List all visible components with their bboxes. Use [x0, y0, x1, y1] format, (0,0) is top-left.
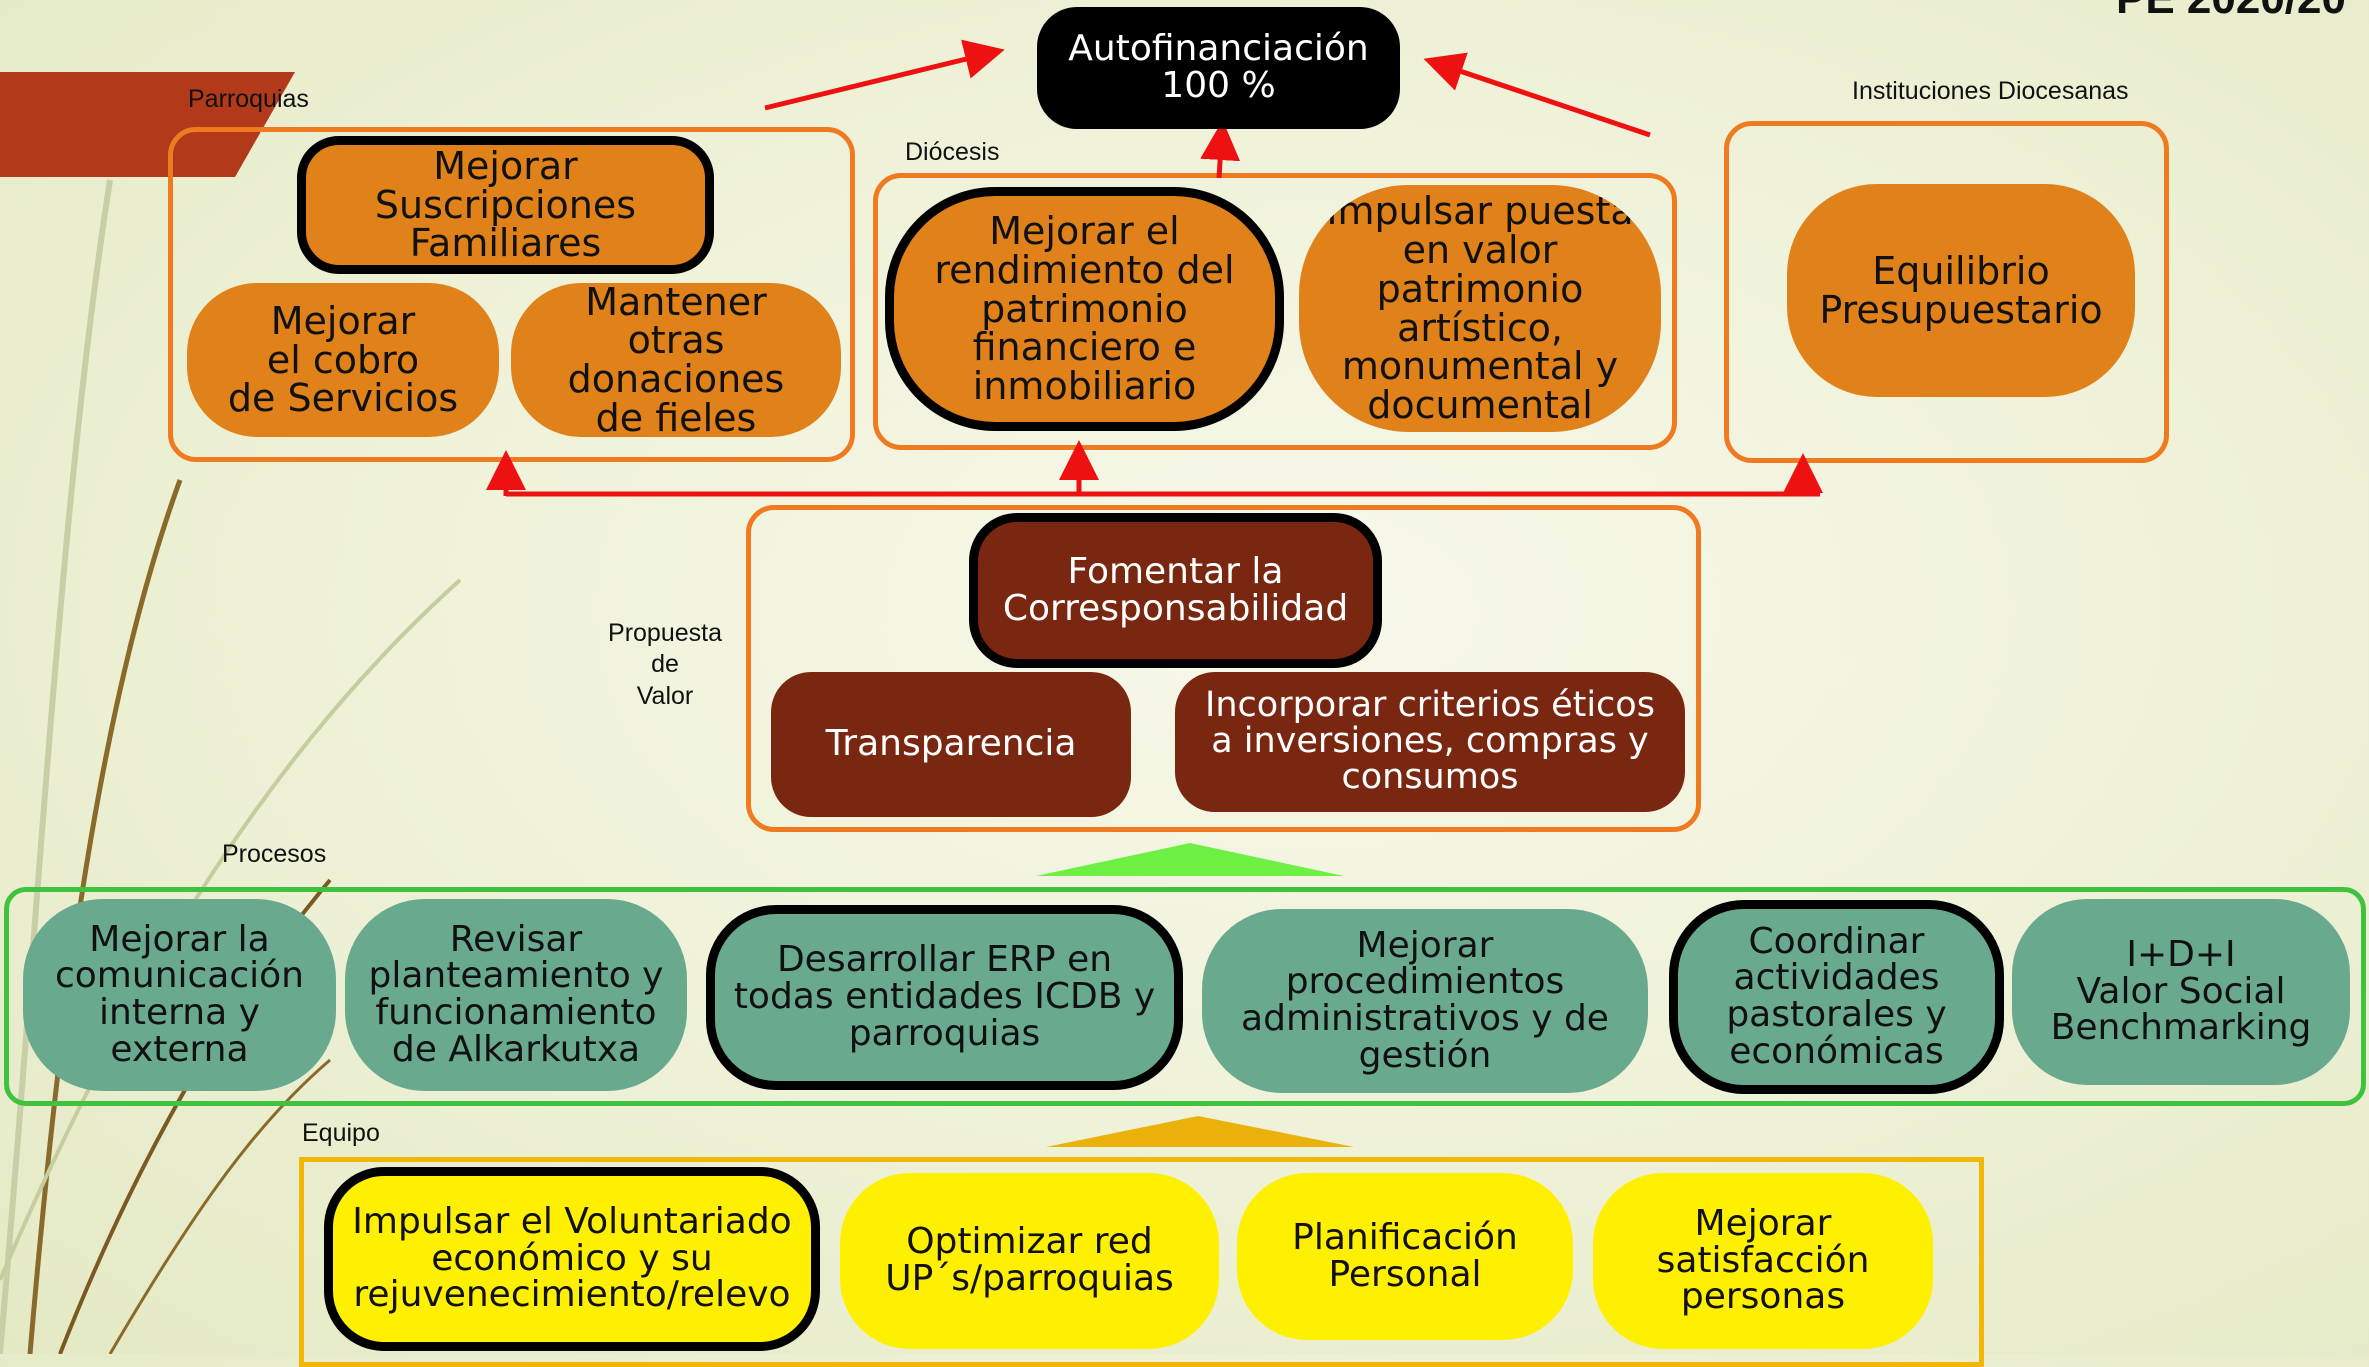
frame-propuesta	[746, 505, 1701, 832]
node-equilibrio-presupuestario: Equilibrio Presupuestario	[1787, 184, 2135, 397]
node-alkarkutxa: Revisar planteamiento y funcionamiento d…	[345, 899, 687, 1091]
node-patrimonio-artistico: Impulsar puesta en valor patrimonio artí…	[1299, 185, 1661, 432]
label-equipo: Equipo	[302, 1119, 380, 1147]
node-comunicacion: Mejorar la comunicación interna y extern…	[23, 899, 336, 1091]
node-erp: Desarrollar ERP en todas entidades ICDB …	[706, 905, 1183, 1090]
node-idi: I+D+I Valor Social Benchmarking	[2012, 899, 2350, 1085]
triangle-procesos-to-propuesta	[1036, 843, 1344, 876]
label-procesos: Procesos	[222, 840, 327, 868]
decorative-curve	[108, 1058, 331, 1354]
label-instituciones: Instituciones Diocesanas	[1852, 77, 2129, 105]
label-diocesis: Diócesis	[905, 138, 1000, 166]
node-rendimiento-patrimonio: Mejorar el rendimiento del patrimonio fi…	[885, 187, 1284, 431]
arrow-instituciones-to-top	[1423, 52, 1651, 138]
top-autofinanciacion: Autofinanciación 100 %	[1037, 7, 1400, 129]
frame-procesos	[4, 887, 2366, 1106]
frame-diocesis	[873, 173, 1677, 450]
node-voluntariado: Impulsar el Voluntariado económico y su …	[324, 1167, 820, 1351]
node-procedimientos: Mejorar procedimientos administrativos y…	[1202, 909, 1648, 1093]
header-ribbon	[0, 72, 295, 177]
node-red-parroquias: Optimizar red UP´s/parroquias	[840, 1173, 1219, 1349]
decorative-curve	[27, 479, 183, 1354]
node-corresponsabilidad: Fomentar la Corresponsabilidad	[969, 513, 1382, 668]
decorative-curve	[0, 578, 462, 1281]
decorative-curve	[0, 179, 113, 1354]
triangle-equipo-to-procesos	[1046, 1116, 1354, 1147]
node-donaciones: Mantener otras donaciones de fieles	[511, 283, 841, 437]
node-transparencia: Transparencia	[771, 672, 1131, 817]
arrow-diocesis-to-top	[1200, 120, 1241, 179]
node-satisfaccion: Mejorar satisfacción personas	[1593, 1173, 1933, 1349]
node-coordinar: Coordinar actividades pastorales y econó…	[1669, 900, 2004, 1094]
label-propuesta: Propuesta de Valor	[608, 619, 722, 710]
node-criterios-eticos: Incorporar criterios éticos a inversione…	[1175, 672, 1685, 812]
node-planificacion: Planificación Personal	[1237, 1173, 1573, 1340]
node-suscripciones: Mejorar Suscripciones Familiares	[297, 136, 714, 274]
arrow-parroquias-to-top	[764, 39, 1005, 111]
node-cobro-servicios: Mejorar el cobro de Servicios	[187, 283, 499, 437]
label-parroquias: Parroquias	[188, 85, 309, 113]
header-fragment: PE 2020/20	[2116, 0, 2346, 24]
frame-instituciones	[1724, 121, 2169, 463]
